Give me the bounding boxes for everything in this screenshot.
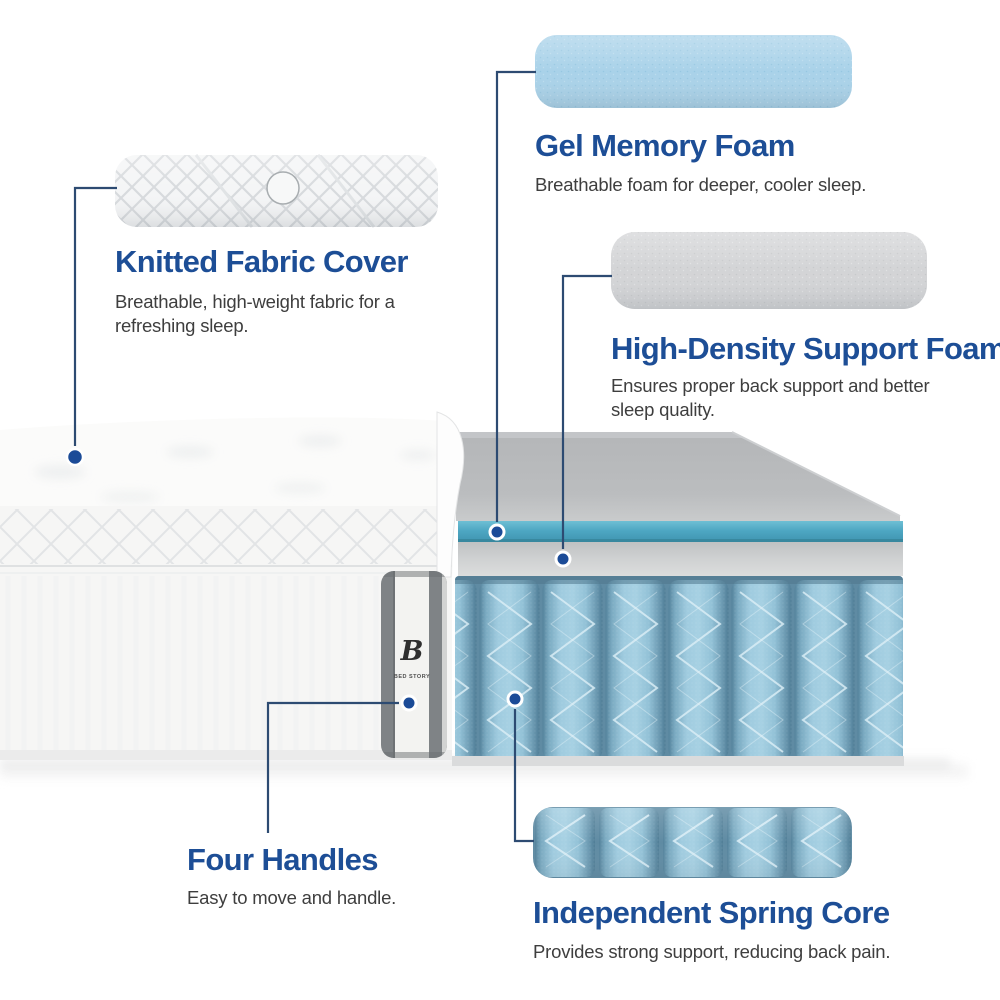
mattress-base-edge: [452, 756, 904, 766]
gel-memory-foam-layer: [458, 521, 903, 542]
high-density-foam-layer: [458, 542, 903, 576]
callout-dots: [65, 447, 572, 712]
gel-foam-title: Gel Memory Foam: [535, 128, 795, 163]
cover-cut-edge: [436, 411, 465, 578]
knitted-cover-description: Breathable, high-weight fabric for a ref…: [115, 291, 395, 336]
spring-core-dot: [506, 690, 524, 708]
four-handles-callout-line: [266, 701, 399, 833]
support-foam-dot: [554, 550, 572, 568]
four-handles-callout: Four Handles: [187, 842, 378, 877]
brand-tag: [381, 571, 447, 758]
support-foam-swatch: [611, 232, 927, 309]
spring-core-callout-line: [513, 709, 534, 843]
gel-foam-dot: [488, 523, 506, 541]
spring-core-callout: Independent Spring Core: [533, 895, 890, 930]
gel-foam-swatch: [535, 35, 852, 108]
callout-lines: [73, 70, 612, 843]
brand-tag-name: BED STORY: [393, 674, 431, 680]
mattress-top-surface: [0, 417, 458, 510]
four-handles-title: Four Handles: [187, 842, 378, 877]
four-handles-dot: [400, 694, 418, 712]
spring-core-title: Independent Spring Core: [533, 895, 890, 930]
support-foam-callout-line: [561, 274, 612, 549]
knitted-cover-callout: Knitted Fabric Cover: [115, 244, 408, 279]
quilt-button: [266, 171, 300, 205]
knitted-cover-dot: [65, 447, 85, 467]
knitted-cover-title: Knitted Fabric Cover: [115, 244, 408, 279]
spring-core-layer: [455, 576, 903, 762]
mattress-tufting: [34, 435, 436, 503]
support-foam-description: Ensures proper back support and better s…: [611, 375, 930, 420]
spring-core-swatch: [533, 807, 852, 878]
brand-tag-initial: B: [400, 636, 424, 667]
top-foam-slab: [456, 432, 900, 521]
spring-core-description: Provides strong support, reducing back p…: [533, 941, 891, 962]
quilted-border-band: [0, 509, 452, 564]
gel-foam-callout: Gel Memory Foam: [535, 128, 795, 163]
gel-layer-edge: [458, 539, 903, 542]
support-foam-title: High-Density Support Foam: [611, 331, 1000, 366]
mattress-body: [0, 417, 458, 760]
support-foam-callout: High-Density Support Foam: [611, 331, 1000, 366]
four-handles-description: Easy to move and handle.: [187, 887, 397, 908]
knitted-cover-callout-line: [73, 186, 117, 446]
gel-foam-callout-line: [495, 70, 536, 522]
knitted-fabric-swatch: [115, 154, 438, 228]
gel-foam-description: Breathable foam for deeper, cooler sleep…: [535, 174, 867, 195]
cutaway-layers: [456, 431, 903, 576]
